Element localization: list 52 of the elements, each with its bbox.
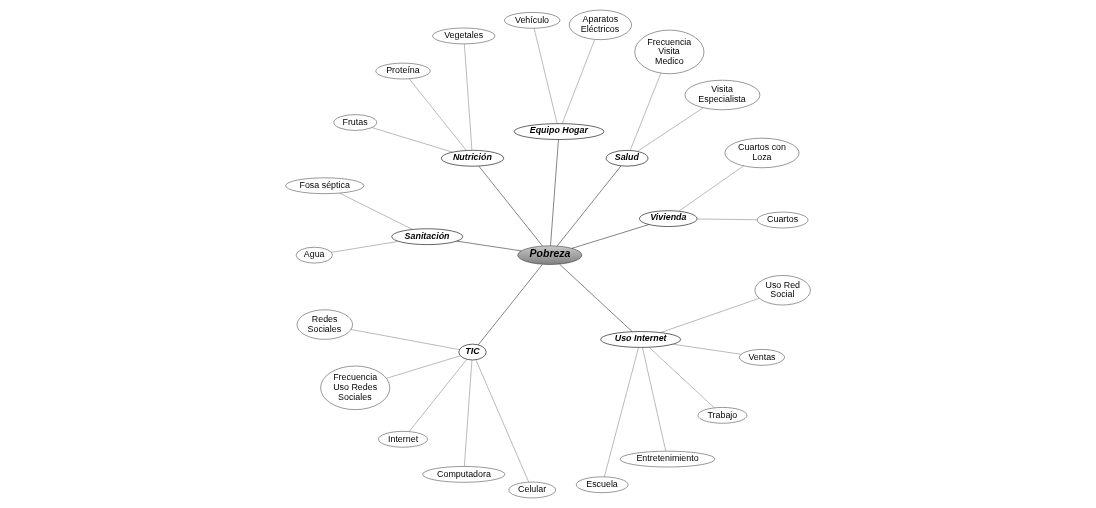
connector bbox=[331, 241, 399, 253]
connector bbox=[630, 72, 662, 151]
connector bbox=[672, 344, 742, 355]
connector bbox=[678, 165, 744, 212]
node-ellipse: Cuartos bbox=[757, 211, 809, 229]
node-ellipse: Agua bbox=[295, 247, 333, 264]
connector bbox=[339, 192, 413, 230]
node-ellipse: Frutas bbox=[333, 114, 377, 131]
connector bbox=[386, 355, 461, 379]
connector bbox=[371, 127, 453, 153]
node-ellipse: Entretenimiento bbox=[619, 451, 716, 468]
connector bbox=[350, 329, 460, 350]
connector bbox=[550, 139, 559, 246]
connector bbox=[408, 78, 467, 151]
node-ellipse: Trabajo bbox=[697, 407, 748, 424]
node-ellipse: Fosa séptica bbox=[285, 177, 365, 194]
node-ellipse: Internet bbox=[378, 431, 428, 448]
node-ellipse: Aparatos Eléctricos bbox=[569, 9, 632, 40]
connector bbox=[571, 224, 649, 249]
node-ellipse: Cuartos con Loza bbox=[724, 138, 800, 168]
node-ellipse: Frecuencia Uso Redes Sociales bbox=[320, 365, 391, 410]
connector bbox=[408, 359, 467, 432]
connector bbox=[475, 359, 529, 483]
node-ellipse: Visita Especialista bbox=[684, 80, 761, 110]
node-ellipse: Uso Red Social bbox=[754, 275, 811, 306]
node-ellipse: Proteína bbox=[375, 62, 431, 80]
connector bbox=[604, 347, 639, 477]
node-ellipse: Equipo Hogar bbox=[513, 123, 605, 140]
node-ellipse: TIC bbox=[458, 343, 487, 361]
connector bbox=[648, 347, 715, 408]
node-ellipse: Vehículo bbox=[504, 12, 561, 29]
node-ellipse: Ventas bbox=[739, 349, 785, 366]
node-ellipse: Computadora bbox=[422, 466, 506, 483]
node-ellipse: Celular bbox=[508, 481, 556, 499]
connector bbox=[464, 43, 473, 151]
node-ellipse: Vegetales bbox=[432, 27, 496, 45]
node-ellipse: Vivienda bbox=[639, 210, 698, 227]
connector bbox=[696, 218, 758, 220]
node-ellipse: Frecuencia Visita Medico bbox=[634, 29, 705, 74]
node-ellipse: Escuela bbox=[576, 476, 629, 493]
node-ellipse: Uso Internet bbox=[600, 331, 681, 348]
connector bbox=[637, 107, 704, 152]
node-ellipse: Pobreza bbox=[517, 245, 583, 265]
node-ellipse: Salud bbox=[605, 150, 649, 167]
node-ellipse: Nutrición bbox=[441, 150, 504, 167]
connector bbox=[660, 298, 760, 333]
node-ellipse: Redes Sociales bbox=[296, 309, 353, 340]
connector bbox=[561, 39, 595, 124]
connector bbox=[642, 347, 666, 452]
connector bbox=[464, 359, 473, 467]
node-ellipse: Sanitación bbox=[391, 228, 464, 245]
connector bbox=[533, 28, 558, 124]
